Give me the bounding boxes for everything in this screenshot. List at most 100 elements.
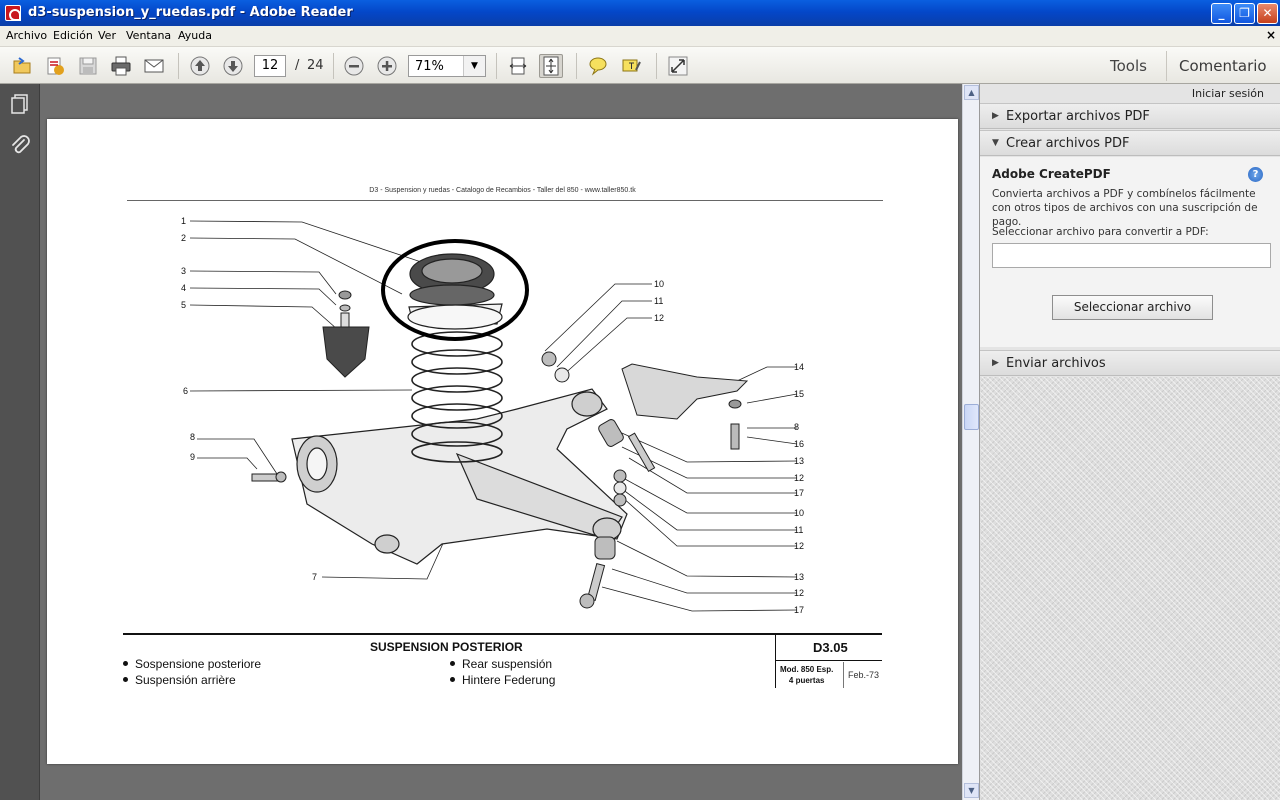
- chevron-down-icon[interactable]: ▼: [463, 56, 485, 76]
- footer-divider: [775, 660, 882, 661]
- createpdf-description: Convierta archivos a PDF y combínelos fá…: [992, 188, 1258, 228]
- zoom-in-button[interactable]: [375, 54, 399, 78]
- toolbar-divider: [1166, 51, 1167, 81]
- paperclip-icon: [12, 135, 30, 154]
- scroll-up-icon[interactable]: ▲: [964, 85, 979, 100]
- callout-label: 8: [190, 432, 196, 442]
- attachments-button[interactable]: [8, 134, 32, 158]
- tools-pane: Iniciar sesión ▶ Exportar archivos PDF ▼…: [979, 84, 1280, 800]
- menu-ayuda[interactable]: Ayuda: [178, 29, 212, 42]
- triangle-down-icon: ▼: [992, 138, 999, 148]
- zoom-value: 71%: [415, 59, 444, 74]
- minus-circle-icon: [344, 56, 364, 76]
- createpdf-title: Adobe CreatePDF: [992, 167, 1111, 181]
- highlight-button[interactable]: [619, 54, 643, 78]
- callout-label: 13: [794, 572, 805, 582]
- footer-model: Mod. 850 Esp. 4 puertas: [780, 665, 834, 685]
- comment-pane-button[interactable]: Comentario: [1179, 57, 1267, 75]
- select-file-button[interactable]: Seleccionar archivo: [1052, 295, 1213, 320]
- callout-label: 2: [181, 233, 187, 243]
- callout-label: 10: [794, 508, 805, 518]
- select-file-label: Seleccionar archivo para convertir a PDF…: [992, 226, 1209, 238]
- minimize-button[interactable]: _: [1211, 3, 1232, 24]
- title-bar: d3-suspension_y_ruedas.pdf - Adobe Reade…: [0, 0, 1280, 26]
- sign-in-link[interactable]: Iniciar sesión: [1191, 87, 1264, 100]
- fit-page-button[interactable]: [539, 54, 563, 78]
- header-rule: [127, 200, 883, 201]
- section-label: Exportar archivos PDF: [1006, 109, 1150, 124]
- navigation-panel: [0, 84, 40, 800]
- open-file-button[interactable]: [10, 54, 34, 78]
- toolbar-separator: [576, 53, 577, 79]
- vertical-scrollbar[interactable]: ▲ ▼: [962, 84, 979, 800]
- menu-ventana[interactable]: Ventana: [126, 29, 172, 42]
- fit-width-icon: [509, 57, 527, 75]
- tools-pane-button[interactable]: Tools: [1110, 57, 1147, 75]
- callout-label: 12: [794, 541, 805, 551]
- zoom-out-button[interactable]: [342, 54, 366, 78]
- send-files-section[interactable]: ▶ Enviar archivos: [980, 350, 1280, 376]
- menu-archivo[interactable]: Archivo: [6, 29, 48, 42]
- next-page-button[interactable]: [221, 54, 245, 78]
- toolbar-separator: [333, 53, 334, 79]
- print-button[interactable]: [109, 54, 133, 78]
- callout-label: 16: [794, 439, 805, 449]
- floppy-disk-icon: [79, 57, 97, 75]
- zoom-select[interactable]: 71% ▼: [408, 55, 486, 77]
- menu-edicion[interactable]: Edición: [53, 29, 93, 42]
- expand-arrows-icon: [668, 56, 688, 76]
- fit-page-icon: [543, 56, 559, 76]
- save-button[interactable]: [76, 54, 100, 78]
- footer-code: D3.05: [813, 640, 848, 655]
- full-screen-button[interactable]: [666, 54, 690, 78]
- empty-pane-area: [980, 377, 1280, 800]
- callout-label: 11: [794, 525, 804, 535]
- create-pdf-icon: [47, 57, 64, 75]
- callout-label: 9: [190, 452, 196, 462]
- previous-page-button[interactable]: [188, 54, 212, 78]
- page-number-input[interactable]: 12: [254, 55, 286, 77]
- callout-label: 17: [794, 488, 805, 498]
- toolbar-separator: [656, 53, 657, 79]
- close-button[interactable]: ✕: [1257, 3, 1278, 24]
- callout-label: 7: [312, 572, 318, 582]
- footer-item: Sospensione posteriore: [123, 657, 261, 671]
- callout-label: 3: [181, 266, 187, 276]
- callout-label: 1: [181, 216, 187, 226]
- footer-title: SUSPENSION POSTERIOR: [370, 640, 523, 654]
- toolbar-separator: [178, 53, 179, 79]
- export-pdf-section[interactable]: ▶ Exportar archivos PDF: [980, 103, 1280, 129]
- footer-rule: [123, 633, 882, 635]
- total-pages: 24: [307, 58, 324, 73]
- create-pdf-button[interactable]: [43, 54, 67, 78]
- envelope-icon: [144, 59, 164, 73]
- create-pdf-section[interactable]: ▼ Crear archivos PDF: [980, 130, 1280, 156]
- callout-label: 12: [794, 473, 805, 483]
- footer-item: Rear suspensión: [450, 657, 552, 671]
- callout-label: 12: [654, 313, 665, 323]
- scroll-thumb[interactable]: [964, 404, 979, 430]
- page-thumbnails-button[interactable]: [8, 92, 32, 116]
- arrow-down-icon: [223, 56, 243, 76]
- open-folder-icon: [13, 57, 31, 74]
- window-title: d3-suspension_y_ruedas.pdf - Adobe Reade…: [28, 5, 353, 20]
- maximize-button[interactable]: ❐: [1234, 3, 1255, 24]
- callout-label: 13: [794, 456, 805, 466]
- fit-width-button[interactable]: [506, 54, 530, 78]
- scroll-down-icon[interactable]: ▼: [964, 783, 979, 798]
- file-path-input[interactable]: [992, 243, 1271, 268]
- help-icon[interactable]: ?: [1248, 167, 1263, 182]
- pages-icon: [11, 94, 28, 114]
- callout-label: 14: [794, 362, 805, 372]
- callout-label: 4: [181, 283, 187, 293]
- triangle-right-icon: ▶: [992, 111, 999, 121]
- document-close-button[interactable]: ×: [1266, 28, 1277, 42]
- callout-label: 10: [654, 279, 665, 289]
- menu-ver[interactable]: Ver: [98, 29, 116, 42]
- page-header-text: D3 - Suspension y ruedas - Catalogo de R…: [369, 187, 636, 194]
- add-comment-button[interactable]: [586, 54, 610, 78]
- email-button[interactable]: [142, 54, 166, 78]
- callout-label: 11: [654, 296, 664, 306]
- toolbar-separator: [496, 53, 497, 79]
- create-pdf-body: Adobe CreatePDF ? Convierta archivos a P…: [980, 157, 1280, 347]
